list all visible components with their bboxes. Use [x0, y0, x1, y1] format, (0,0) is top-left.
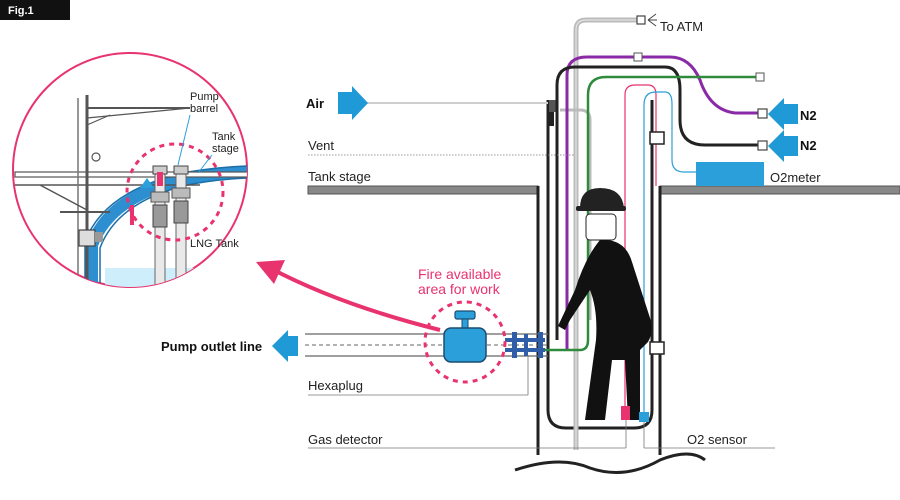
n2-label-a: N2: [800, 108, 817, 123]
vent-label: Vent: [308, 138, 334, 153]
inset-lng-tank-label: LNG Tank: [190, 238, 239, 250]
side-valve-upper: [649, 131, 665, 145]
n2-arrow-b: [768, 130, 798, 162]
atm-outlet: [636, 13, 657, 27]
inset-detail: Pump barrel Tank stage LNG Tank: [12, 52, 248, 288]
air-arrow: [338, 86, 368, 120]
figure-tag-text: Fig.1: [8, 5, 34, 17]
callout-arrowhead: [256, 260, 285, 284]
o2meter-box: [696, 162, 764, 186]
inset-pump-label-2: barrel: [190, 103, 218, 115]
tank-stage-slab-left: [307, 185, 539, 195]
gas-detector-line: [624, 84, 657, 410]
inset-tank-label-1: Tank: [212, 131, 236, 143]
air-valve: [549, 100, 557, 112]
to-atm-label: To ATM: [660, 19, 703, 34]
o2-sensor-head: [639, 412, 649, 422]
side-valve-lower: [649, 341, 665, 355]
worker-figure: [558, 188, 652, 420]
pump-outlet-arrow: [272, 330, 298, 362]
fire-area-label-2: area for work: [418, 281, 501, 297]
pit-walls: [514, 100, 706, 474]
o2-sensor-label: O2 sensor: [687, 432, 748, 447]
tank-stage-label: Tank stage: [308, 169, 371, 184]
callout-arrow: [269, 266, 441, 332]
o2meter-label: O2meter: [770, 170, 821, 185]
gas-detector-sensor: [621, 406, 630, 420]
fire-area-ring: [423, 300, 507, 384]
o2-sensor-line: [643, 91, 696, 415]
hexaplug-label: Hexaplug: [308, 378, 363, 393]
n2-line-purple: [565, 55, 760, 350]
inset-tank-label-2: stage: [212, 143, 239, 155]
figure-tag: Fig.1: [0, 0, 70, 20]
flange-assembly: [505, 332, 545, 358]
n2-line-black: [555, 65, 760, 340]
inset-focus-ring: [125, 142, 225, 242]
air-label: Air: [306, 96, 324, 111]
fire-area-label-1: Fire available: [418, 266, 501, 282]
n2-label-b: N2: [800, 138, 817, 153]
inset-gas-detector: [157, 172, 163, 186]
pump-outlet-label: Pump outlet line: [161, 339, 262, 354]
tank-stage-slab-right: [659, 185, 900, 195]
gas-detector-label: Gas detector: [308, 432, 383, 447]
n2-connector-b: [757, 140, 768, 151]
inset-pump-label-1: Pump: [190, 91, 219, 103]
hexaplug: [443, 310, 487, 363]
n2-connector-a: [757, 108, 768, 119]
n2-arrow-a: [768, 98, 798, 130]
inset-tank-wall: [86, 166, 247, 287]
pit-bottom-break: [514, 452, 706, 474]
inset-tank-stage: [14, 171, 247, 178]
